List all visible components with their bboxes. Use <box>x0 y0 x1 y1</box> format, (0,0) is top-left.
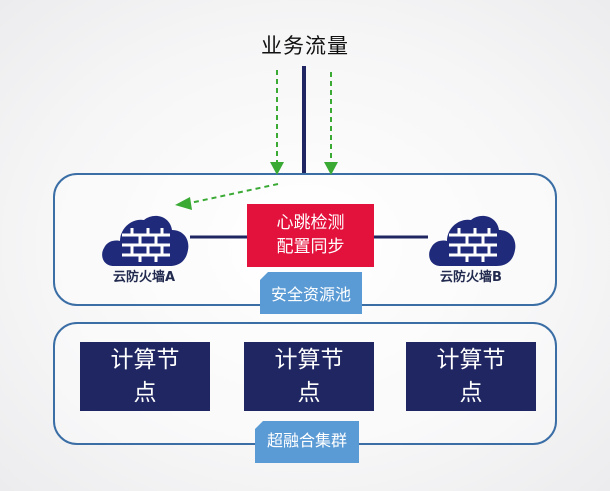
firewall-b-label: 云防火墙B <box>440 270 502 285</box>
cloud-firewall-icon <box>102 215 189 266</box>
traffic-title: 业务流量 <box>261 34 349 58</box>
traffic-arrowhead-left <box>270 162 284 175</box>
redirect-arrowhead <box>175 197 192 210</box>
compute-node-line2: 点 <box>297 380 321 406</box>
redirect-arrow <box>189 183 279 204</box>
resource-pool-tag: 安全资源池 <box>260 272 362 314</box>
compute-node: 计算节 点 <box>80 342 210 411</box>
heartbeat-sync-box: 心跳检测 配置同步 <box>247 204 374 267</box>
compute-node-line2: 点 <box>459 380 483 406</box>
compute-node-line1: 计算节 <box>110 347 180 373</box>
heartbeat-line1: 心跳检测 <box>276 213 345 233</box>
compute-node: 计算节 点 <box>244 342 374 411</box>
compute-node-line1: 计算节 <box>274 347 344 373</box>
heartbeat-line2: 配置同步 <box>276 237 345 257</box>
firewall-a-label: 云防火墙A <box>112 270 176 285</box>
compute-node: 计算节 点 <box>406 342 536 411</box>
cluster-tag: 超融合集群 <box>255 421 359 463</box>
cloud-firewall-icon <box>429 215 516 266</box>
compute-node-line1: 计算节 <box>436 347 506 373</box>
compute-node-line2: 点 <box>133 380 157 406</box>
traffic-arrowhead-right <box>324 162 338 175</box>
